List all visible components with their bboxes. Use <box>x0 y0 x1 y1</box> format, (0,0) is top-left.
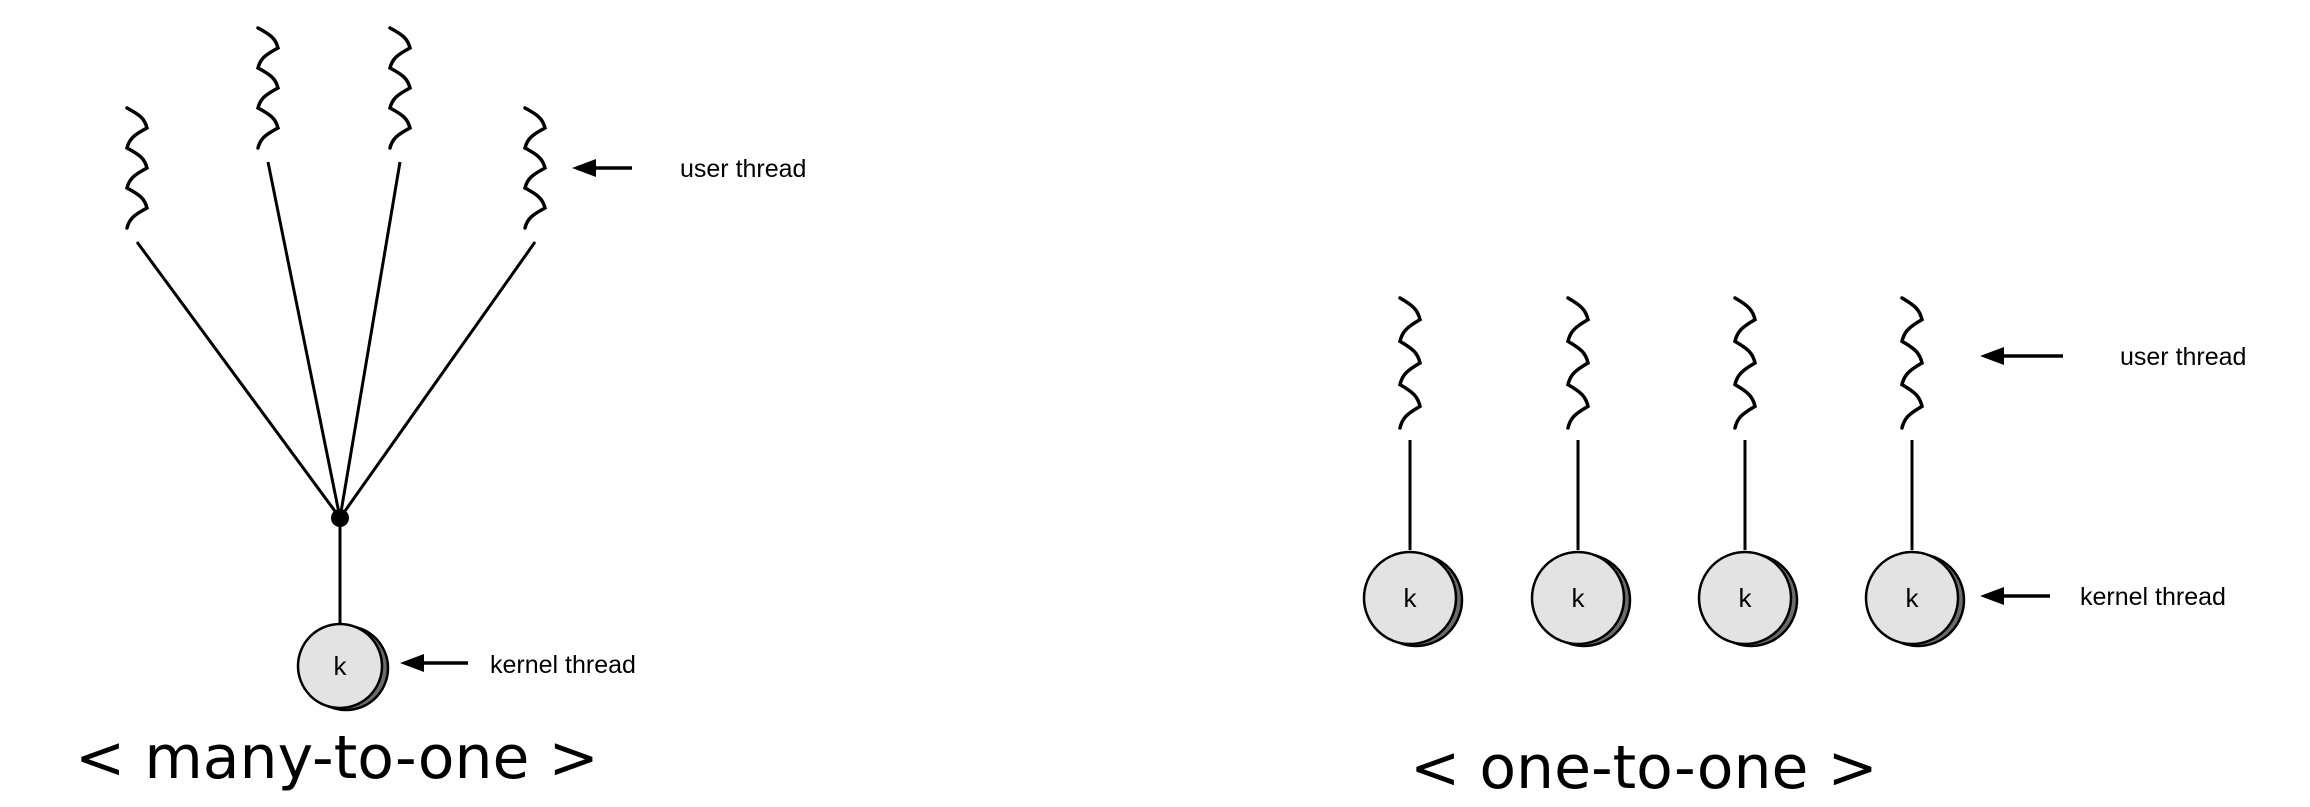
mapping-line-1 <box>135 241 342 519</box>
kernel-thread-icon-3: k <box>1697 550 1799 648</box>
user-thread-icon-2 <box>255 26 281 150</box>
mapping-line-2 <box>266 161 342 519</box>
user-thread-icon-3 <box>387 26 413 150</box>
user-thread-label: user thread <box>680 155 806 183</box>
arrow-head <box>572 159 596 177</box>
kernel-circle <box>1530 550 1626 646</box>
mapping-line-3 <box>338 161 402 519</box>
kernel-thread-icon: k <box>296 622 390 712</box>
kernel-label: k <box>334 651 348 681</box>
user-thread-icon-3 <box>1733 296 1757 430</box>
many-to-one-diagram: k user thread kernel thread <box>124 26 806 712</box>
one-to-one-diagram: k k k k user thread kernel thread <box>1362 296 2246 648</box>
kernel-thread-label: kernel thread <box>490 651 636 679</box>
kernel-circle <box>1697 550 1793 646</box>
user-thread-icon-1 <box>1398 296 1422 430</box>
arrow-head <box>400 654 424 672</box>
kernel-label: k <box>1739 583 1753 613</box>
kernel-label: k <box>1404 583 1418 613</box>
user-thread-icon-2 <box>1566 296 1590 430</box>
caption-many-to-one: < many-to-one > <box>75 723 599 793</box>
kernel-circle <box>1362 550 1458 646</box>
kernel-thread-icon-4: k <box>1864 550 1966 648</box>
user-thread-icon-4 <box>522 106 548 230</box>
arrow-head <box>1980 347 2004 365</box>
kernel-circle <box>296 622 384 710</box>
kernel-thread-arrow-icon <box>400 654 468 672</box>
user-thread-icon-1 <box>124 106 150 230</box>
caption-one-to-one: < one-to-one > <box>1410 733 1878 803</box>
kernel-label: k <box>1572 583 1586 613</box>
kernel-label: k <box>1906 583 1920 613</box>
kernel-thread-label: kernel thread <box>2080 583 2226 611</box>
mapping-line-4 <box>338 241 537 519</box>
arrow-head <box>1980 587 2004 605</box>
user-thread-arrow-icon <box>1980 347 2063 365</box>
user-thread-arrow-icon <box>572 159 632 177</box>
kernel-thread-icon-2: k <box>1530 550 1632 648</box>
kernel-thread-arrow-icon <box>1980 587 2050 605</box>
kernel-circle <box>1864 550 1960 646</box>
kernel-thread-icon-1: k <box>1362 550 1464 648</box>
user-thread-icon-4 <box>1900 296 1924 430</box>
user-thread-label: user thread <box>2120 343 2246 371</box>
